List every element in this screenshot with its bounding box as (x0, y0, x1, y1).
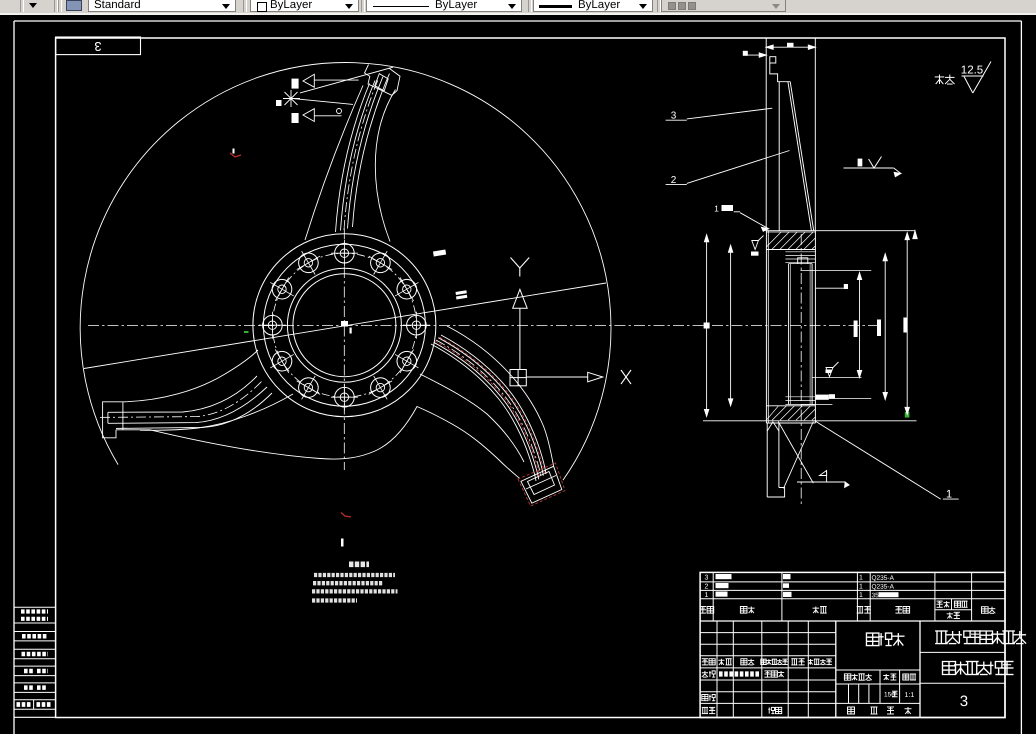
svg-text:35: 35 (871, 592, 879, 599)
svg-text:Q235-A: Q235-A (871, 584, 894, 591)
svg-text:1: 1 (714, 203, 719, 213)
svg-text:3: 3 (94, 39, 101, 54)
svg-text:1: 1 (946, 488, 952, 500)
svg-text:150: 150 (884, 692, 895, 699)
svg-text:2: 2 (705, 583, 709, 590)
svg-text:3: 3 (705, 574, 709, 581)
svg-text:1: 1 (859, 583, 863, 590)
svg-text:3: 3 (671, 110, 677, 121)
svg-text:1:1: 1:1 (905, 692, 915, 699)
svg-text:1: 1 (859, 592, 863, 599)
svg-text:3: 3 (960, 693, 968, 710)
svg-text:Q235-A: Q235-A (871, 575, 894, 582)
svg-text:12.5: 12.5 (961, 64, 983, 76)
svg-text:1: 1 (859, 574, 863, 581)
svg-text:2: 2 (671, 175, 677, 186)
svg-text:1: 1 (705, 592, 709, 599)
